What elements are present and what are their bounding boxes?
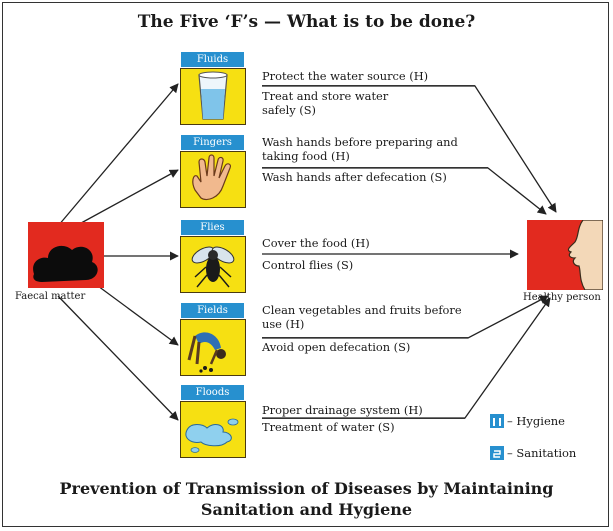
healthy-person-icon (527, 219, 604, 291)
caption-line-2: Sanitation and Hygiene (200, 500, 413, 519)
arrow-fingers-person (262, 167, 547, 215)
fingers-action-3: Wash hands after defecation (S) (262, 170, 447, 184)
floods-action-2: Treatment of water (S) (262, 420, 395, 434)
hygiene-legend-label: – Hygiene (507, 414, 565, 428)
route-label-fluids: Fluids (181, 52, 244, 67)
glass-of-water-icon (180, 68, 246, 125)
hygiene-legend-icon (490, 414, 504, 428)
sanitation-legend-label: – Sanitation (507, 446, 577, 460)
fluids-action-3: safely (S) (262, 103, 316, 117)
diagram-frame (2, 2, 609, 527)
caption-line-1: Prevention of Transmission of Diseases b… (59, 479, 554, 498)
sanitation-legend-icon (490, 446, 504, 460)
fingers-action-1: Wash hands before preparing and (262, 135, 458, 149)
faecal-matter-icon (28, 222, 104, 288)
water-puddle-icon (180, 401, 246, 458)
source-label: Faecal matter (15, 291, 86, 302)
fluids-action-1: Protect the water source (H) (262, 69, 429, 83)
route-label-fields: Fields (181, 303, 244, 318)
route-label-flies: Flies (181, 220, 244, 235)
diagram-title: The Five ‘F’s — What is to be done? (137, 12, 476, 32)
arrow-fluids-person (262, 85, 557, 213)
arrow-source-fields (97, 285, 179, 346)
arrow-source-floods (57, 295, 179, 421)
arrow-fields-person (262, 295, 549, 339)
fluids-divider (262, 85, 475, 86)
fluids-action-2: Treat and store water (262, 89, 389, 103)
route-label-floods: Floods (181, 385, 244, 400)
hand-icon (180, 151, 246, 208)
fingers-action-2: taking food (H) (262, 149, 350, 163)
floods-action-1: Proper drainage system (H) (262, 403, 423, 417)
flies-action-2: Control flies (S) (262, 258, 354, 272)
fields-divider (262, 337, 468, 338)
fly-icon (180, 236, 246, 293)
target-label: Healthy person (523, 292, 601, 303)
fingers-divider (262, 167, 488, 168)
floods-divider (262, 418, 465, 419)
route-label-fingers: Fingers (181, 135, 244, 150)
person-in-field-icon (180, 319, 246, 376)
arrow-source-fingers (71, 169, 179, 229)
fields-action-2: use (H) (262, 317, 305, 331)
fields-action-1: Clean vegetables and fruits before (262, 303, 462, 317)
fields-action-3: Avoid open defecation (S) (262, 340, 411, 354)
diagram-caption: Prevention of Transmission of Diseases b… (0, 478, 613, 520)
arrow-source-fluids (57, 83, 179, 227)
flies-action-1: Cover the food (H) (262, 236, 370, 250)
